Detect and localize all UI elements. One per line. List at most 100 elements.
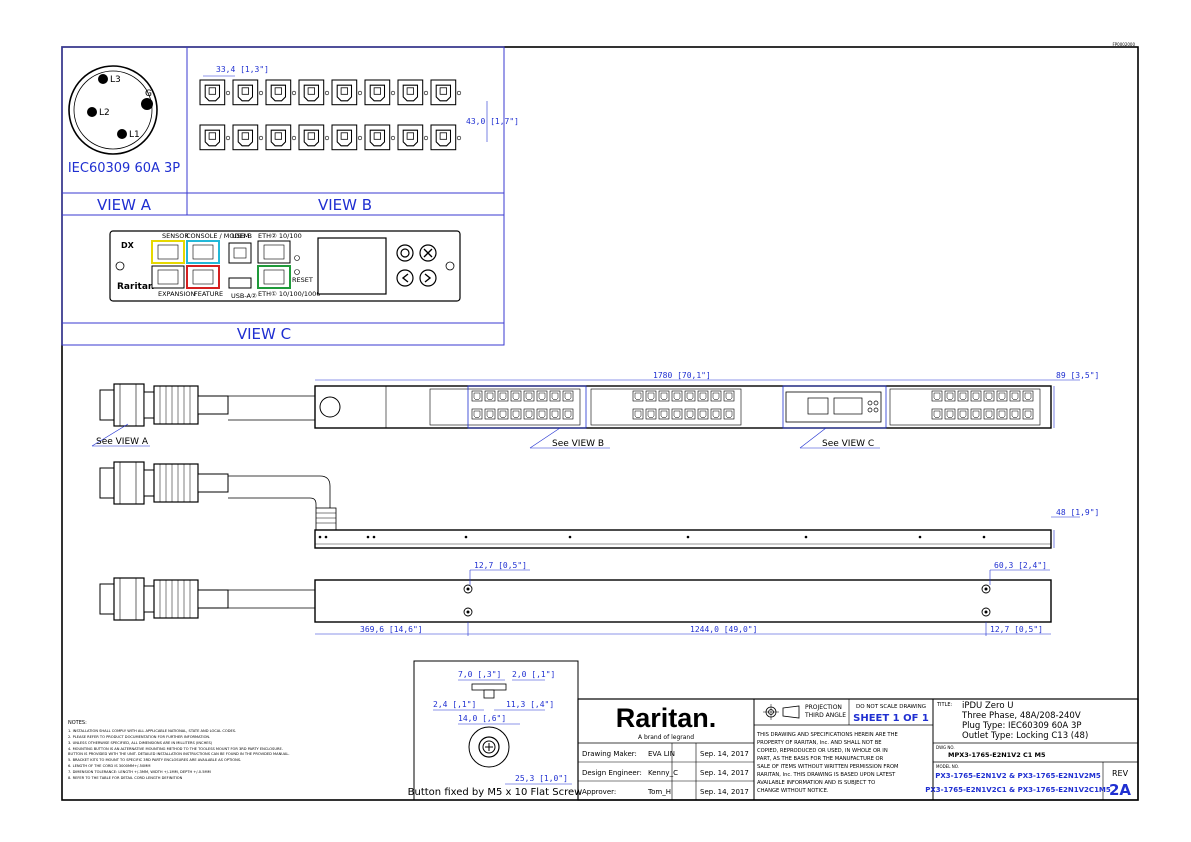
pdu-body-side [314, 529, 1052, 549]
port-label-eth: ETH② 10/100 [258, 232, 302, 240]
views-ab: L3 L2 L1 G IEC60309 60A 3P VIEW A 33,4 [… [61, 46, 519, 216]
dim-hole-top: 12,7 [0,5"] [474, 561, 527, 570]
eth-port-2 [257, 265, 291, 289]
c13-outlet [199, 124, 226, 151]
name-maker: EVA LIN [648, 750, 675, 758]
see-view-a: See VIEW A [96, 437, 149, 447]
eth-port-1 [257, 240, 291, 264]
title-block: Raritan. A brand of legrand Drawing Make… [577, 698, 1139, 801]
c13-outlet [364, 79, 391, 106]
view-b-row-dim: 43,0 [1,7"] [466, 117, 519, 126]
ok-button [396, 244, 414, 262]
note-line: 7. DIMENSION TOLERANCE: LENGTH +/-3MM, W… [68, 770, 211, 774]
left-button [396, 269, 414, 287]
pin-l2: L2 [99, 108, 110, 118]
projection-label-1: PROJECTION [805, 704, 842, 711]
role-engineer: Design Engineer: [582, 769, 642, 777]
note-line: BUTTON IS PROVIDED WITH THE UNIT. DETAIL… [68, 752, 290, 756]
pin-l1: L1 [129, 130, 140, 140]
c13-outlet [298, 79, 325, 106]
port-label-usb-a: USB-A② [231, 292, 257, 300]
name-approver: Tom_H [647, 788, 671, 796]
brand-tagline: A brand of legrand [638, 734, 694, 741]
dwg-number: MPX3-1765-E2N1V2 C1 M5 [948, 751, 1046, 759]
dim-hole-right: 60,3 [2,4"] [994, 561, 1047, 570]
title-label: TITLE: [936, 702, 953, 708]
button-detail: 7,0 [,3"] 2,0 [,1"] 2,4 [,1"] 11,3 [,4"]… [408, 660, 583, 801]
btn-dim-f: 25,3 [1,0"] [515, 774, 568, 783]
mount-hole [981, 607, 991, 617]
btn-dim-b: 2,0 [,1"] [512, 670, 555, 679]
dx-logo: DX [121, 241, 135, 250]
dim-span: 1244,0 [49,0"] [690, 625, 757, 634]
feature-port [186, 265, 220, 289]
dim-left: 369,6 [14,6"] [360, 625, 423, 634]
date-approver: Sep. 14, 2017 [700, 788, 749, 796]
side-elevation: 48 [1,9"] [99, 461, 1099, 549]
projection-label-2: THIRD ANGLE [804, 712, 846, 719]
disclaimer-line: SALE OF ITEMS WITHOUT WRITTEN PERMISSION… [757, 764, 899, 770]
pin-g: G [145, 89, 152, 99]
btn-dim-d: 11,3 [,4"] [506, 700, 554, 709]
disclaimer-line: PROPERTY OF RARITAN, Inc. AND SHALL NOT … [757, 740, 882, 746]
right-button [419, 269, 437, 287]
brand-logo: Raritan. [616, 703, 717, 733]
note-line: 8. REFER TO THE TABLE FOR DETAIL CORD LE… [68, 776, 183, 780]
iec60309-plug-face: L3 L2 L1 G [68, 65, 158, 155]
title-line: Plug Type: IEC60309 60A 3P [962, 721, 1081, 731]
model-number-2: PX3-1765-E2N1V2C1 & PX3-1765-E2N1V2C1M5 [925, 786, 1111, 794]
pin-l3: L3 [110, 75, 121, 85]
button-caption: Button fixed by M5 x 10 Flat Screw [408, 787, 583, 798]
dim-length: 1780 [70,1"] [653, 371, 711, 380]
rev-label: REV [1112, 769, 1129, 778]
disclaimer-line: PART, AS THE BASIS FOR THE MANUFACTURE O… [757, 756, 884, 762]
raritan-panel-logo: Raritan [117, 282, 154, 292]
drawing-id: FP0002000 [1112, 42, 1135, 47]
disclaimer-line: AVAILABLE INFORMATION AND IS SUBJECT TO [757, 780, 875, 786]
port-label-feature: FEATURE [194, 290, 223, 298]
notes-title: NOTES: [68, 720, 87, 726]
see-view-b: See VIEW B [552, 439, 604, 449]
view-a-label: VIEW A [97, 196, 152, 214]
note-line: 3. UNLESS OTHERWISE SPECIFIED, ALL DIMEN… [68, 741, 213, 745]
btn-dim-c: 2,4 [,1"] [433, 700, 476, 709]
note-line: 5. BRACKET KITS TO MOUNT TO SPECIFIC 3RD… [68, 758, 241, 762]
date-maker: Sep. 14, 2017 [700, 750, 749, 758]
usb-b-port [228, 242, 252, 264]
view-b-pitch-dim: 33,4 [1,3"] [216, 65, 269, 74]
port-label-usb-b: USB-B [232, 232, 252, 240]
c13-outlet [397, 124, 424, 151]
c13-outlet [265, 124, 292, 151]
no-scale-label: DO NOT SCALE DRAWING [856, 704, 926, 710]
title-line: iPDU Zero U [962, 701, 1013, 711]
sensor-port [151, 240, 185, 264]
dwg-label: DWG NO. [936, 745, 955, 750]
dim-width: 89 [3,5"] [1056, 371, 1099, 380]
note-line: 4. MOUNTING BUTTON IS AN ALTERNATIVE MOU… [68, 747, 283, 751]
port-label-eth2: ETH① 10/100/1000 [258, 290, 320, 298]
date-engineer: Sep. 14, 2017 [700, 769, 749, 777]
title-line: Three Phase, 48A/208-240V [961, 711, 1081, 721]
mount-hole [981, 584, 991, 594]
c13-outlet [331, 79, 358, 106]
c13-outlet [265, 79, 292, 106]
note-line: 2. PLEASE REFER TO PRODUCT DOCUMENTATION… [68, 735, 210, 739]
elev-controller [785, 391, 882, 423]
c13-outlet [232, 79, 259, 106]
note-line: 1. INSTALLATION SHALL COMPLY WITH ALL AP… [68, 729, 236, 733]
notes: NOTES: 1. INSTALLATION SHALL COMPLY WITH… [68, 720, 290, 780]
reset-label: RESET [292, 276, 313, 284]
view-b-label: VIEW B [318, 196, 372, 214]
c13-outlet [430, 79, 457, 106]
name-engineer: Kenny_C [648, 769, 678, 777]
rev-value: 2A [1109, 781, 1131, 799]
port-label-console: CONSOLE / MODEM [186, 232, 249, 240]
expansion-port [151, 265, 185, 289]
model-number-1: PX3-1765-E2N1V2 & PX3-1765-E2N1V2M5 [935, 772, 1101, 780]
lcd-display [317, 237, 387, 295]
dim-depth: 48 [1,9"] [1056, 508, 1099, 517]
model-label: MODEL NO. [936, 764, 959, 769]
front-elevation: 1780 [70,1"] 89 [3,5"] See VIEW A See VI… [91, 371, 1099, 449]
c13-outlet [430, 124, 457, 151]
